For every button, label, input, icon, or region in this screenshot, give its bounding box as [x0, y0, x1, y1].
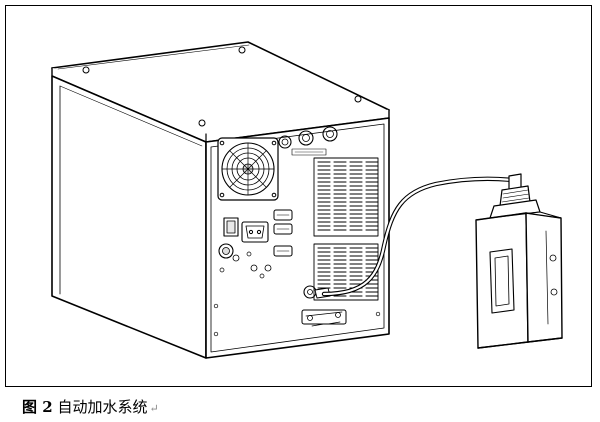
screw-icon	[82, 66, 90, 74]
power-inlet-icon	[241, 221, 269, 243]
paragraph-mark-icon: ↵	[149, 402, 159, 415]
aux-ports	[213, 243, 381, 337]
device-illustration	[51, 41, 563, 359]
vent-grille-upper	[313, 157, 379, 237]
figure-frame	[5, 5, 592, 387]
water-hose	[321, 176, 515, 297]
cabinet	[51, 41, 390, 359]
screw-icon	[238, 46, 246, 54]
fan-icon	[217, 137, 279, 201]
figure-label: 图 2	[22, 398, 53, 416]
power-switch-icon	[223, 217, 239, 237]
water-bottle-icon	[475, 173, 563, 349]
figure-title: 自动加水系统	[57, 398, 148, 416]
screw-icon	[198, 119, 206, 127]
signal-connectors	[273, 209, 293, 257]
fuse-holders	[278, 126, 338, 156]
vent-slots	[317, 161, 379, 231]
figure-caption: 图 2 自动加水系统↵	[22, 396, 159, 417]
screw-icon	[354, 95, 362, 103]
